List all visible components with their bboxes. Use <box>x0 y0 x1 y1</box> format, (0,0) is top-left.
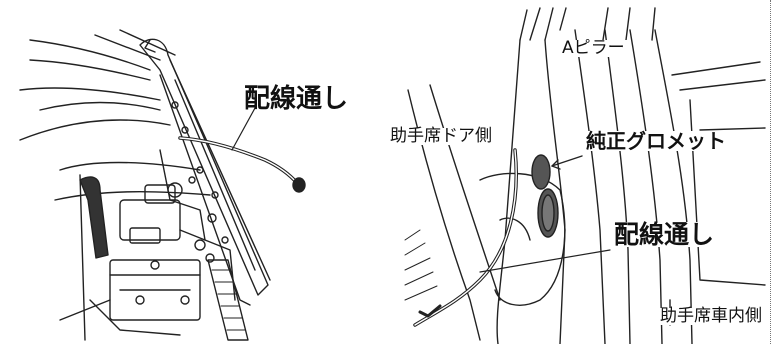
wiring-label-left: 配線通し <box>244 84 349 114</box>
passenger-cabin-side-label: 助手席車内側 <box>658 306 764 326</box>
engine-bay-illustration <box>19 29 306 341</box>
page-edge-divider <box>770 0 771 344</box>
genuine-grommet-label: 純正グロメット <box>584 129 728 153</box>
a-pillar-label: Aピラー <box>560 38 627 58</box>
wiring-label-right: 配線通し <box>612 220 717 249</box>
passenger-door-side-label: 助手席ドア側 <box>388 126 494 146</box>
a-pillar-illustration <box>404 7 766 345</box>
